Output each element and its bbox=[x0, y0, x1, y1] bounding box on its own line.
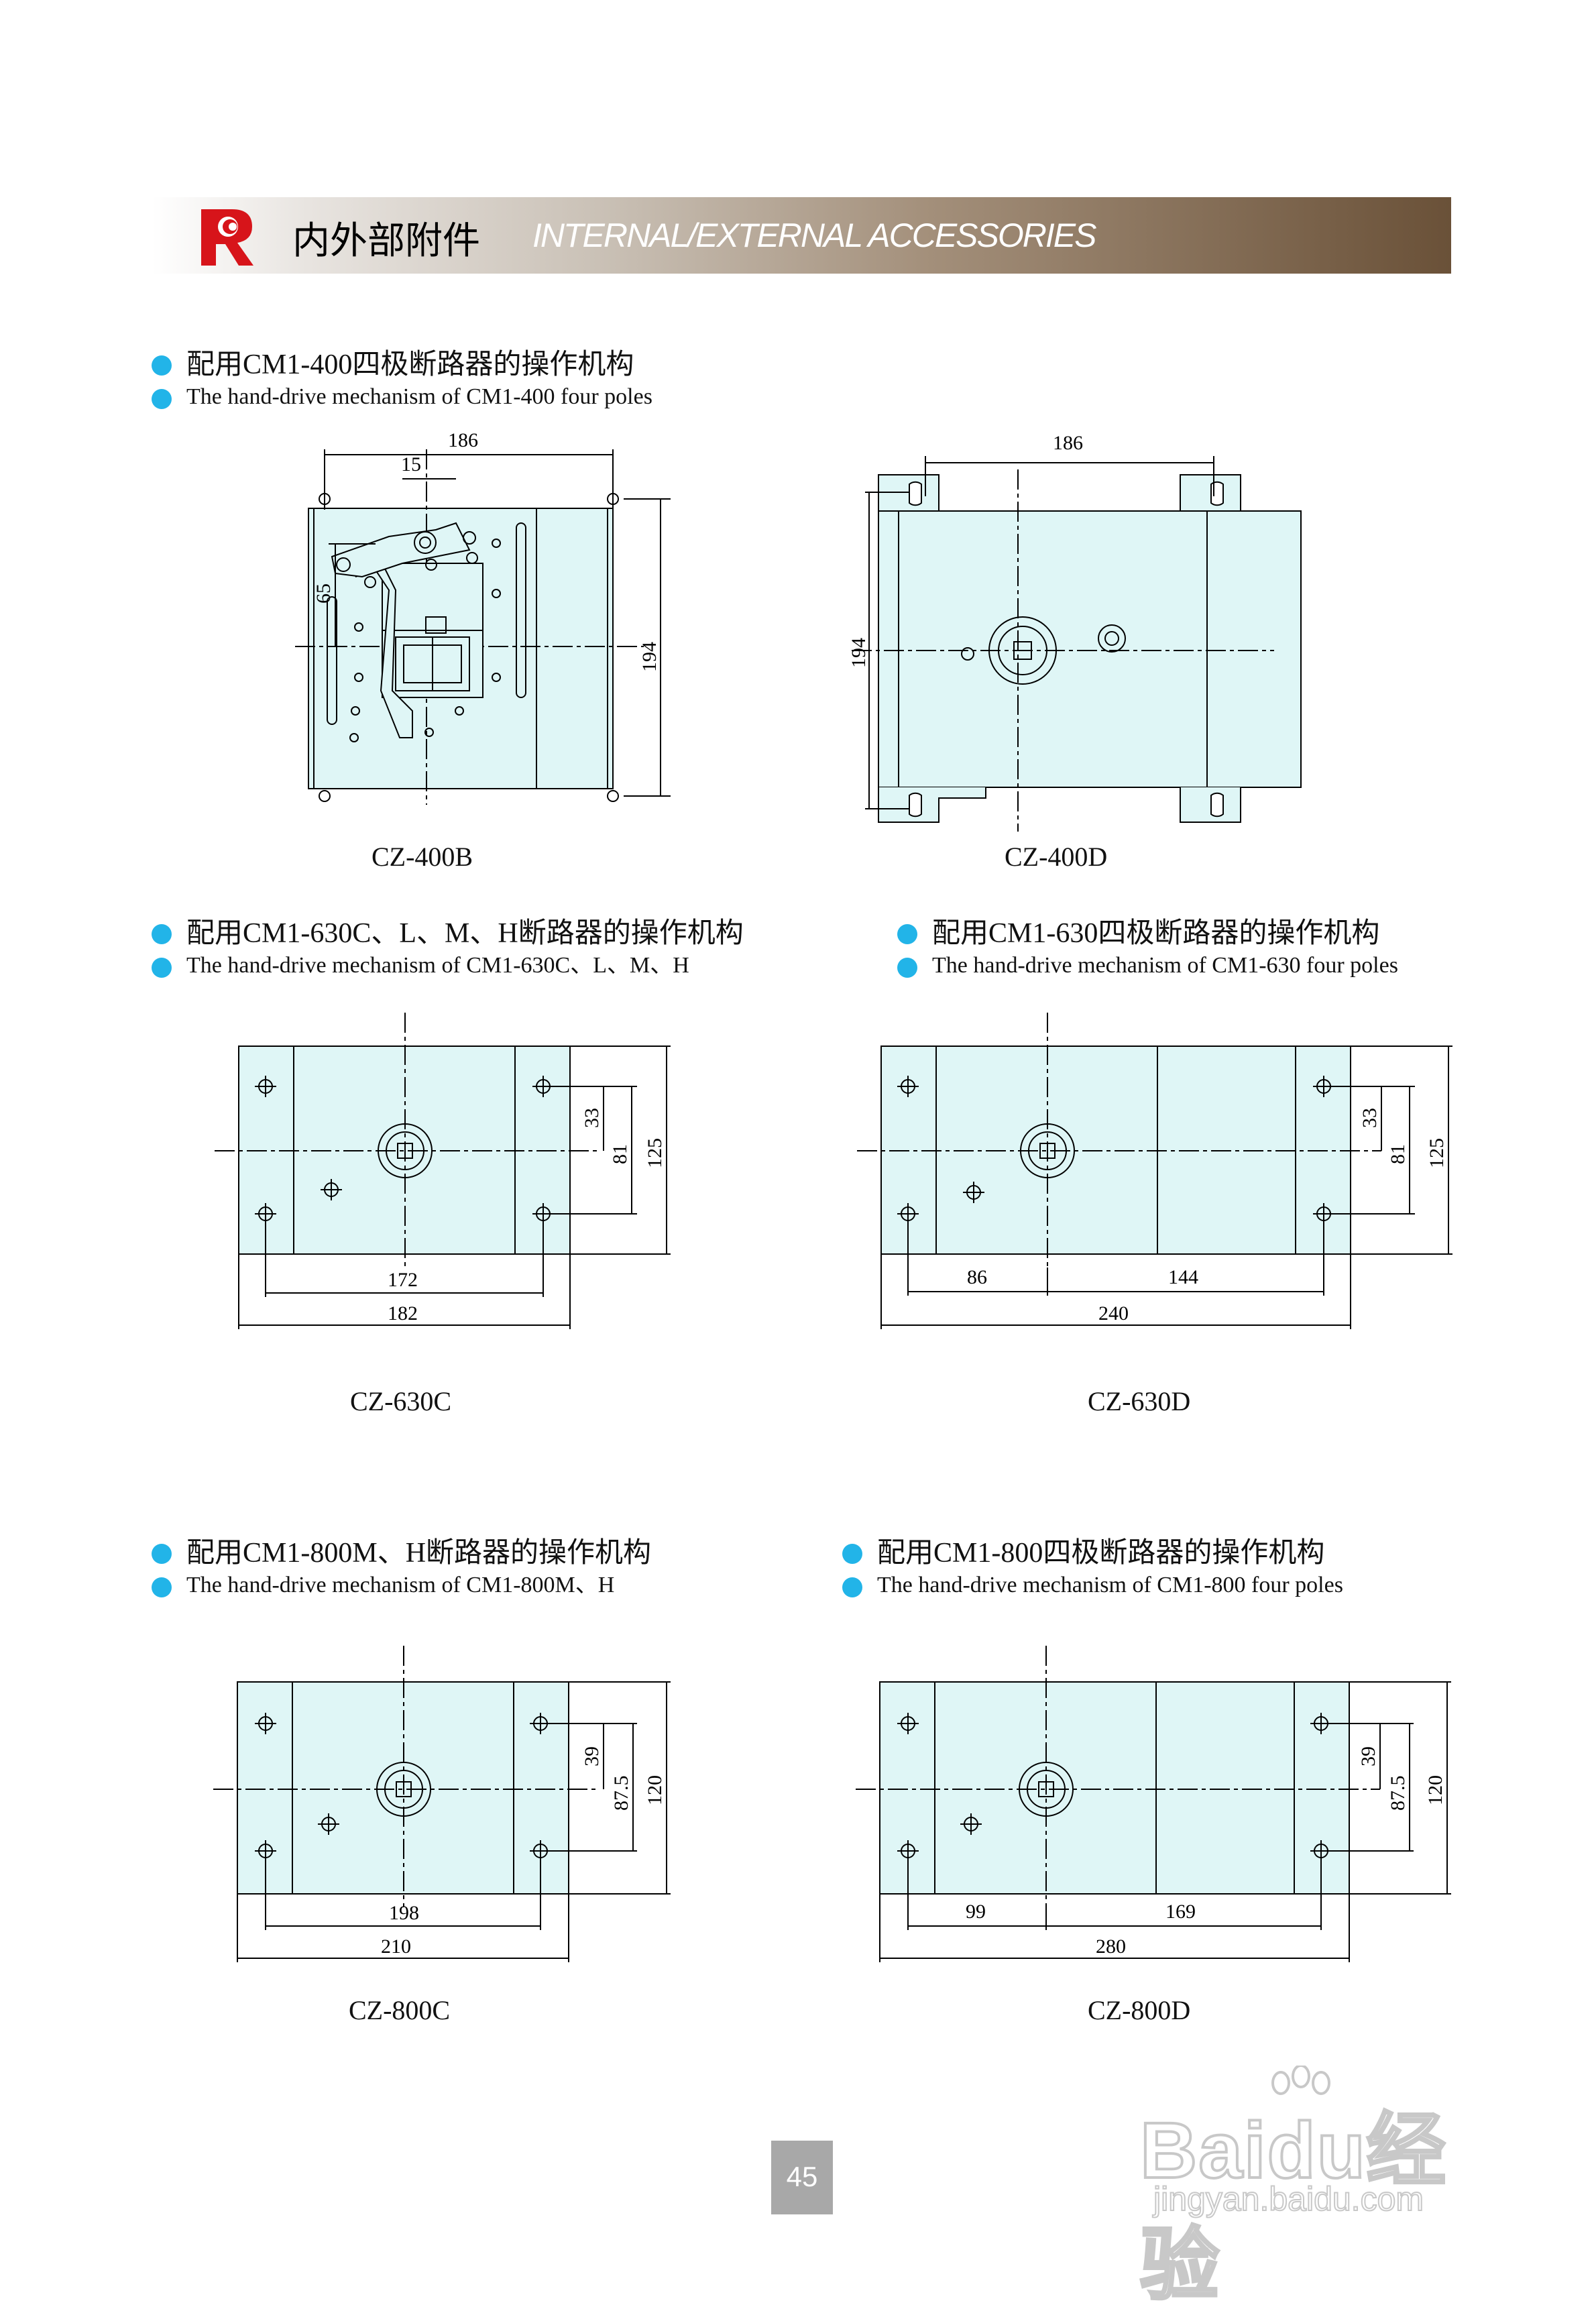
dim-h1: 172 bbox=[388, 1269, 418, 1291]
dim-v1: 33 bbox=[581, 1108, 603, 1128]
section-title-cn: 配用CM1-630四极断路器的操作机构 bbox=[932, 918, 1380, 949]
section-cm1-400: 配用CM1-400四极断路器的操作机构 The hand-drive mecha… bbox=[152, 347, 652, 412]
drawing-cz-800d: 39 87.5 120 99 169 280 bbox=[856, 1646, 1451, 1962]
drawing-label-cz-400d: CZ-400D bbox=[1005, 842, 1108, 872]
section-title-cn: 配用CM1-400四极断路器的操作机构 bbox=[186, 349, 634, 380]
bullet-icon bbox=[152, 1577, 172, 1597]
drawing-label-cz-630d: CZ-630D bbox=[1088, 1386, 1191, 1416]
page-number: 45 bbox=[786, 2161, 818, 2192]
watermark: Baidu经验 jingyan.baidu.com bbox=[1127, 2066, 1502, 2311]
header-title-cn: 内外部附件 bbox=[292, 219, 480, 263]
dim-h3: 240 bbox=[1098, 1302, 1129, 1324]
bullet-icon bbox=[842, 1577, 862, 1597]
watermark-url: jingyan.baidu.com bbox=[1153, 2180, 1424, 2218]
dim-v3: 120 bbox=[1424, 1775, 1446, 1805]
dim-height: 194 bbox=[848, 638, 870, 668]
bullet-icon bbox=[897, 958, 917, 978]
dim-width: 186 bbox=[448, 429, 478, 451]
watermark-brand: Baidu经验 bbox=[1139, 2105, 1447, 2311]
dim-v2: 87.5 bbox=[1387, 1776, 1409, 1811]
bullet-icon bbox=[152, 924, 172, 944]
bullet-icon bbox=[152, 389, 172, 409]
dim-h2: 210 bbox=[381, 1935, 411, 1958]
dim-v1: 33 bbox=[1359, 1108, 1381, 1128]
dim-height: 194 bbox=[638, 642, 661, 672]
section-title-cn: 配用CM1-800四极断路器的操作机构 bbox=[877, 1538, 1325, 1569]
section-title-cn: 配用CM1-800M、H断路器的操作机构 bbox=[186, 1538, 652, 1569]
dim-v3: 125 bbox=[644, 1138, 666, 1168]
drawing-cz-630c: 33 81 125 172 182 bbox=[215, 1013, 671, 1329]
dim-v2: 87.5 bbox=[610, 1776, 632, 1811]
section-title-cn: 配用CM1-630C、L、M、H断路器的操作机构 bbox=[186, 918, 744, 949]
dim-v3: 120 bbox=[644, 1775, 666, 1805]
dim-v1: 39 bbox=[1357, 1746, 1379, 1766]
dim-v2: 81 bbox=[609, 1144, 631, 1164]
drawing-cz-800c: 39 87.5 120 198 210 bbox=[213, 1646, 671, 1962]
dim-h1: 198 bbox=[389, 1902, 419, 1924]
dim-width: 186 bbox=[1053, 432, 1083, 454]
section-title-en: The hand-drive mechanism of CM1-630 four… bbox=[932, 953, 1398, 978]
bullet-icon bbox=[152, 355, 172, 376]
bullet-icon bbox=[897, 924, 917, 944]
dim-h2: 169 bbox=[1165, 1901, 1196, 1923]
drawing-cz-400b: 186 15 65 194 bbox=[295, 429, 671, 805]
section-cm1-630c: 配用CM1-630C、L、M、H断路器的操作机构 The hand-drive … bbox=[152, 916, 744, 980]
section-title-en: The hand-drive mechanism of CM1-630C、L、M… bbox=[186, 953, 689, 978]
header-band: 内外部附件 INTERNAL/EXTERNAL ACCESSORIES bbox=[152, 197, 1451, 274]
company-logo-icon bbox=[201, 209, 253, 266]
dim-offset: 15 bbox=[401, 453, 421, 475]
dim-h1: 86 bbox=[967, 1266, 987, 1288]
dim-h1: 99 bbox=[966, 1901, 986, 1923]
section-cm1-800mh: 配用CM1-800M、H断路器的操作机构 The hand-drive mech… bbox=[152, 1536, 651, 1600]
header-title-en: INTERNAL/EXTERNAL ACCESSORIES bbox=[532, 217, 1096, 254]
section-cm1-630-four-poles: 配用CM1-630四极断路器的操作机构 The hand-drive mecha… bbox=[897, 916, 1398, 980]
drawing-label-cz-630c: CZ-630C bbox=[350, 1386, 452, 1416]
dim-v1: 39 bbox=[581, 1746, 603, 1766]
bullet-icon bbox=[152, 1544, 172, 1564]
dim-h2: 182 bbox=[388, 1302, 418, 1324]
section-title-en: The hand-drive mechanism of CM1-800M、H bbox=[186, 1573, 615, 1597]
bullet-icon bbox=[842, 1544, 862, 1564]
drawing-cz-630d: 33 81 125 86 144 240 bbox=[857, 1013, 1452, 1329]
dim-left: 65 bbox=[312, 583, 335, 604]
drawing-label-cz-800c: CZ-800C bbox=[349, 1995, 451, 2025]
bullet-icon bbox=[152, 958, 172, 978]
paw-icon bbox=[1271, 2066, 1330, 2095]
section-cm1-800-four-poles: 配用CM1-800四极断路器的操作机构 The hand-drive mecha… bbox=[842, 1536, 1343, 1600]
section-title-en: The hand-drive mechanism of CM1-400 four… bbox=[186, 384, 652, 409]
dim-v3: 125 bbox=[1426, 1138, 1448, 1168]
drawing-label-cz-800d: CZ-800D bbox=[1088, 1995, 1191, 2025]
dim-v2: 81 bbox=[1387, 1144, 1409, 1164]
section-title-en: The hand-drive mechanism of CM1-800 four… bbox=[877, 1573, 1343, 1597]
page-number-box: 45 bbox=[771, 2141, 833, 2214]
dim-h2: 144 bbox=[1168, 1266, 1198, 1288]
dim-h3: 280 bbox=[1096, 1935, 1126, 1958]
drawing-cz-400d: 186 194 bbox=[848, 432, 1302, 832]
drawing-label-cz-400b: CZ-400B bbox=[372, 842, 473, 872]
